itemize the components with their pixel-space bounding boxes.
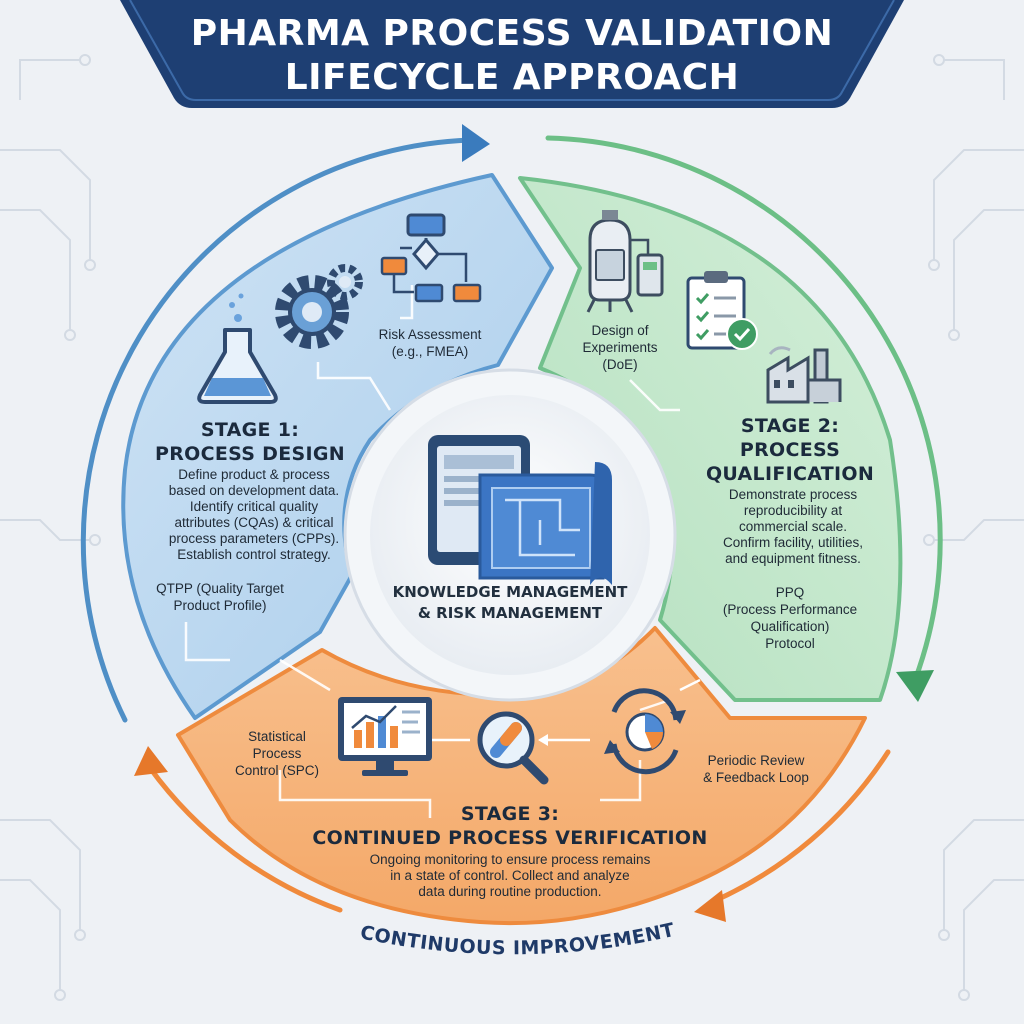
- ppq-label-line: Qualification): [750, 619, 830, 634]
- spc-label: Statistical Process Control (SPC): [222, 728, 332, 779]
- outer-arrow-orange-left: [147, 765, 343, 913]
- stage-3-title-line-1: STAGE 3:: [460, 803, 560, 825]
- risk-assessment-label: Risk Assessment (e.g., FMEA): [360, 326, 500, 360]
- gears-icon: [275, 264, 363, 349]
- center-line-1: KNOWLEDGE MANAGEMENT: [392, 583, 628, 601]
- stage-1-desc-line: Define product & process: [178, 467, 330, 482]
- flask-icon: [197, 293, 278, 404]
- ppq-label-line: (Process Performance: [722, 602, 858, 617]
- stage-2-title-line-3: QUALIFICATION: [705, 463, 875, 485]
- cycle-pie-icon: [604, 688, 686, 775]
- qtpp-label: QTPP (Quality Target Product Profile): [140, 580, 300, 614]
- outer-arrow-orange-right: [709, 749, 891, 905]
- stage-2-title-line-1: STAGE 2:: [740, 415, 840, 437]
- risk-label-line: (e.g., FMEA): [391, 344, 469, 359]
- qtpp-label-line: QTPP (Quality Target: [156, 581, 284, 596]
- stage-2-desc-line: commercial scale.: [738, 519, 848, 534]
- continuous-improvement-text: CONTINUOUS IMPROVEMENT: [358, 919, 676, 959]
- doe-label-line: Design of: [591, 323, 649, 338]
- spc-label-line: Process: [252, 746, 302, 761]
- stage-1-title: STAGE 1: PROCESS DESIGN: [130, 418, 370, 466]
- stage-2-description: Demonstrate process reproducibility at c…: [688, 487, 898, 567]
- stage-2-desc-line: reproducibility at: [743, 503, 843, 518]
- checklist-icon: [686, 271, 758, 350]
- doe-label: Design of Experiments (DoE): [560, 322, 680, 373]
- stage-3-title: STAGE 3: CONTINUED PROCESS VERIFICATION: [290, 802, 730, 850]
- stage-1-desc-line: Establish control strategy.: [177, 547, 331, 562]
- center-label: KNOWLEDGE MANAGEMENT & RISK MANAGEMENT: [370, 582, 650, 624]
- stage-1-title-line-2: PROCESS DESIGN: [155, 443, 345, 465]
- qtpp-label-line: Product Profile): [173, 598, 267, 613]
- outer-arrow-blue-head: [462, 124, 490, 162]
- center-line-2: & RISK MANAGEMENT: [417, 604, 603, 622]
- stage-1-desc-line: based on development data.: [168, 483, 340, 498]
- stage-1-desc-line: Identify critical quality: [189, 499, 319, 514]
- stage-1-desc-line: attributes (CQAs) & critical: [174, 515, 334, 530]
- stage-1-desc-line: process parameters (CPPs).: [168, 531, 340, 546]
- review-label-line: Periodic Review: [707, 753, 805, 768]
- stage-3-description: Ongoing monitoring to ensure process rem…: [320, 852, 700, 900]
- bioreactor-icon: [586, 210, 664, 313]
- risk-label-line: Risk Assessment: [378, 327, 482, 342]
- flowchart-icon: [380, 213, 482, 303]
- doe-label-line: Experiments: [582, 340, 658, 355]
- title-line-2: LIFECYCLE APPROACH: [284, 57, 740, 98]
- stage-3-desc-line: in a state of control. Collect and analy…: [390, 868, 630, 883]
- spc-label-line: Statistical: [248, 729, 306, 744]
- review-label-line: & Feedback Loop: [703, 770, 809, 785]
- outer-arrow-green-head: [896, 670, 934, 702]
- tablet-blueprint-icon: [428, 435, 612, 585]
- page-title: PHARMA PROCESS VALIDATION LIFECYCLE APPR…: [120, 12, 904, 100]
- stage-2-desc-line: Demonstrate process: [728, 487, 858, 502]
- outer-arrow-orange-right-head: [694, 890, 726, 922]
- svg-text:CONTINUOUS IMPROVEMENT: CONTINUOUS IMPROVEMENT: [358, 919, 676, 959]
- periodic-review-label: Periodic Review & Feedback Loop: [686, 752, 826, 786]
- ppq-label-line: PPQ: [775, 585, 805, 600]
- capsule-magnifier-icon: [477, 711, 549, 785]
- stage-3-title-line-2: CONTINUED PROCESS VERIFICATION: [312, 827, 708, 849]
- stage-3-desc-line: data during routine production.: [418, 884, 602, 899]
- stage-3-desc-line: Ongoing monitoring to ensure process rem…: [369, 852, 651, 867]
- stage-2-desc-line: and equipment fitness.: [725, 551, 861, 566]
- stage-1-title-line-1: STAGE 1:: [200, 419, 300, 441]
- ppq-label-line: Protocol: [765, 636, 815, 651]
- stage-2-title: STAGE 2: PROCESS QUALIFICATION: [690, 414, 890, 486]
- title-banner: [120, 0, 904, 108]
- doe-label-line: (DoE): [602, 357, 638, 372]
- monitor-chart-icon: [338, 697, 432, 776]
- outer-arrow-orange-left-head: [134, 746, 168, 776]
- outer-arrow-blue: [80, 137, 473, 723]
- stage-2-desc-line: Confirm facility, utilities,: [722, 535, 864, 550]
- stage-1-description: Define product & process based on develo…: [134, 467, 374, 563]
- ppq-label: PPQ (Process Performance Qualification) …: [700, 584, 880, 652]
- outer-arrow-green: [545, 135, 943, 683]
- factory-icon: [766, 346, 842, 404]
- stage-2-title-line-2: PROCESS: [739, 439, 841, 461]
- spc-label-line: Control (SPC): [234, 763, 320, 778]
- title-line-1: PHARMA PROCESS VALIDATION: [190, 13, 834, 54]
